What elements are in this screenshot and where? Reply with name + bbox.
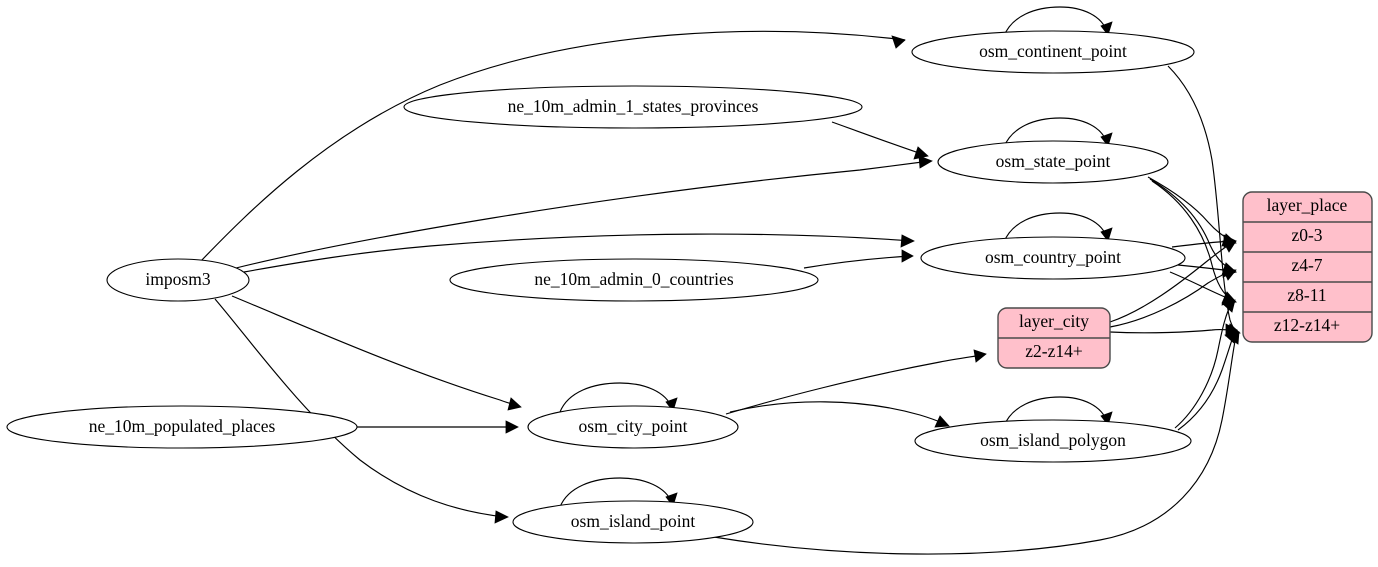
node-label-osm_island_point: osm_island_point (571, 511, 696, 531)
node-osm_island_point[interactable]: osm_island_point (512, 500, 754, 544)
edge-imposm3-to-osm_state_point (235, 155, 933, 269)
edge-imposm3-to-osm_city_point (231, 295, 522, 411)
edge-layer_city-to-layer_place-z0-3 (1109, 240, 1237, 323)
edges-layer (199, 6, 1241, 555)
node-label-osm_country_point: osm_country_point (985, 247, 1121, 267)
edge-layer_city-to-layer_place-z4-7 (1109, 268, 1237, 328)
node-osm_continent_point[interactable]: osm_continent_point (911, 30, 1195, 74)
node-ne_10m_populated_places[interactable]: ne_10m_populated_places (6, 405, 358, 449)
edge-osm_city_point-to-osm_island_polygon (729, 401, 950, 428)
node-osm_state_point[interactable]: osm_state_point (937, 140, 1169, 184)
node-layer_city[interactable]: layer_city z2-z14+ (997, 307, 1111, 369)
record-row-layer_place-header: layer_place (1267, 195, 1348, 215)
edge-self-loop-osm_state_point (1003, 117, 1113, 148)
record-row-layer_place-z0-3[interactable]: z0-3 (1291, 225, 1322, 245)
edge-ne_admin_0_countries-to-osm_country_point (803, 249, 914, 269)
ellipse-nodes-layer: osm_continent_point ne_10m_admin_1_state… (6, 30, 1195, 544)
node-label-ne_10m_admin_0_countries: ne_10m_admin_0_countries (534, 269, 733, 289)
edge-osm_island_polygon-to-layer_place-z8-11 (1174, 299, 1236, 429)
node-osm_island_polygon[interactable]: osm_island_polygon (914, 419, 1192, 463)
node-label-osm_city_point: osm_city_point (579, 416, 688, 436)
edge-self-loop-osm_city_point (559, 382, 678, 413)
node-ne_10m_admin_0_countries[interactable]: ne_10m_admin_0_countries (449, 258, 819, 302)
node-label-osm_state_point: osm_state_point (996, 151, 1111, 171)
node-label-ne_10m_populated_places: ne_10m_populated_places (89, 416, 276, 436)
node-label-osm_continent_point: osm_continent_point (979, 41, 1127, 61)
node-osm_country_point[interactable]: osm_country_point (920, 236, 1186, 280)
record-row-layer_city-z2-z14[interactable]: z2-z14+ (1025, 341, 1083, 361)
record-row-layer_place-z8-11[interactable]: z8-11 (1287, 285, 1326, 305)
edge-ne_populated_places-to-osm_city_point (357, 420, 519, 434)
record-nodes-layer: layer_city z2-z14+ layer_place z0-3 z4-7… (997, 191, 1373, 369)
node-imposm3[interactable]: imposm3 (106, 258, 250, 302)
node-label-imposm3: imposm3 (145, 269, 210, 289)
edge-self-loop-osm_continent_point (1003, 6, 1113, 37)
edge-ne_states_provinces-to-osm_state_point (831, 121, 929, 160)
edge-imposm3-to-osm_country_point (243, 233, 915, 273)
record-row-layer_city-header: layer_city (1019, 311, 1089, 331)
node-label-osm_island_polygon: osm_island_polygon (980, 430, 1126, 450)
edge-imposm3-to-osm_continent_point (199, 30, 906, 263)
node-layer_place[interactable]: layer_place z0-3 z4-7 z8-11 z12-z14+ (1242, 191, 1373, 343)
edge-imposm3-to-osm_island_point (214, 298, 509, 524)
node-osm_city_point[interactable]: osm_city_point (527, 405, 739, 449)
edge-layer_city-to-layer_place-z12 (1109, 323, 1238, 337)
edge-self-loop-osm_country_point (1003, 212, 1113, 243)
edge-osm_city_point-to-layer_city (725, 349, 987, 415)
node-label-ne_10m_admin_1_states_provinces: ne_10m_admin_1_states_provinces (508, 96, 759, 116)
record-row-layer_place-z12-z14[interactable]: z12-z14+ (1274, 315, 1340, 335)
record-row-layer_place-z4-7[interactable]: z4-7 (1291, 255, 1322, 275)
edge-self-loop-osm_island_polygon (1003, 396, 1113, 427)
node-ne_10m_admin_1_states_provinces[interactable]: ne_10m_admin_1_states_provinces (403, 85, 863, 129)
